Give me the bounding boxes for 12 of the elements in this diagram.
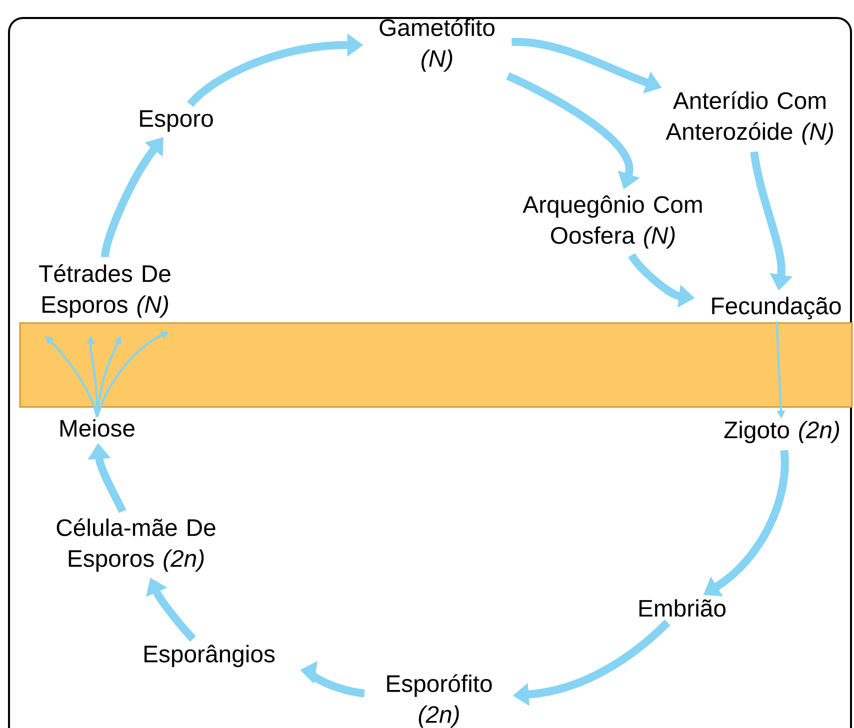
stage-label: Zigoto (2n) — [724, 420, 840, 444]
stage-label: Arquegônio Com Oosfera (N) — [522, 195, 702, 249]
stage-label: Esporófito (2n) — [387, 674, 492, 728]
stage-label: Anterídio Com Anterozóide (N) — [666, 91, 833, 145]
stage-label: Tétrades De Esporos (N) — [39, 264, 170, 318]
stage-label: Gametófito (N) — [380, 18, 494, 72]
stage-label: Esporângios — [144, 644, 275, 668]
stage-label: Embrião — [639, 599, 726, 617]
stage-label: Fecundação — [712, 296, 841, 320]
stage-label: Meiose — [60, 419, 134, 437]
stage-label: Célula-mãe De Esporos (2n) — [56, 518, 216, 572]
stage-label: Esporo — [140, 110, 213, 132]
